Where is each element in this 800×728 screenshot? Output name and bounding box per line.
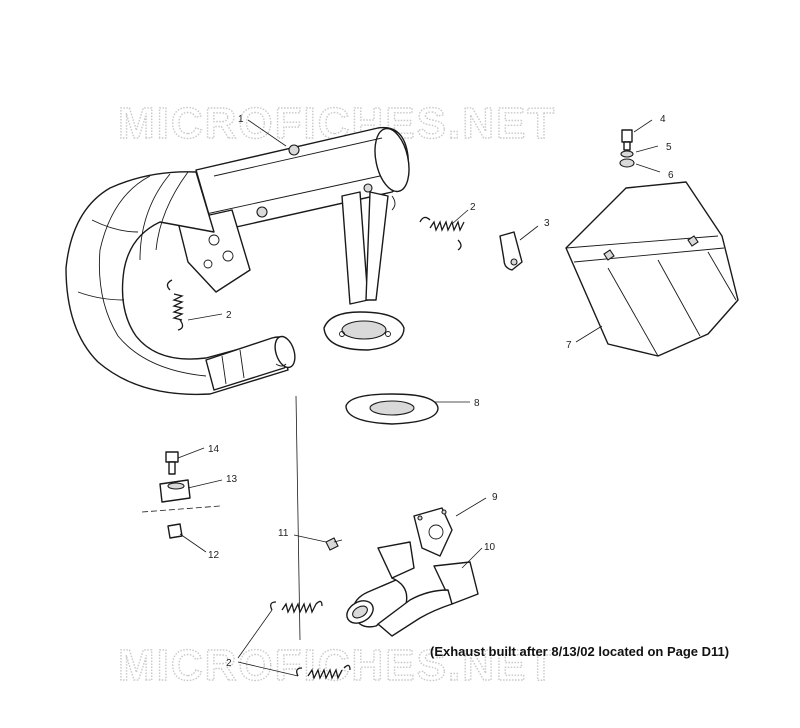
nut-12: [167, 523, 183, 539]
spring-left: [166, 279, 184, 331]
assembly-axis-line: [295, 395, 301, 641]
callout-9: 9: [492, 492, 498, 503]
callout-2-left: 2: [226, 310, 232, 321]
silencer-support-stand: [323, 191, 405, 351]
callout-7: 7: [566, 340, 572, 351]
watermark-top: MICROFICHES.NET: [118, 99, 556, 148]
callout-13: 13: [226, 474, 238, 485]
watermark-bottom: MICROFICHES.NET: [118, 641, 556, 690]
callout-11: 11: [278, 528, 289, 539]
callout-6: 6: [668, 170, 674, 181]
rubber-bushing-13: [159, 479, 191, 503]
leader-lines: [177, 119, 661, 677]
axis-line: [141, 505, 221, 513]
mount-bolt: [363, 183, 373, 193]
bolt-14: [165, 451, 179, 475]
callout-10: 10: [484, 542, 496, 553]
callout-4: 4: [660, 114, 666, 125]
reference-note: (Exhaust built after 8/13/02 located on …: [430, 644, 729, 659]
callout-3: 3: [544, 218, 550, 229]
spring-lower-2: [296, 664, 351, 680]
spring-upper: [419, 216, 465, 251]
callout-5: 5: [666, 142, 672, 153]
callout-14: 14: [208, 444, 220, 455]
callout-2-lower: 2: [226, 658, 232, 669]
exhaust-pipe-assembly: [65, 126, 410, 396]
exhaust-manifold: [346, 541, 479, 637]
manifold-gasket: [413, 507, 453, 557]
mount-bolt: [288, 144, 300, 156]
flat-washer: [620, 150, 634, 158]
heat-shield: [565, 181, 739, 357]
callout-1: 1: [238, 114, 244, 125]
clamp-bracket: [499, 231, 523, 271]
callout-8: 8: [474, 398, 480, 409]
lock-washer: [619, 158, 635, 168]
rubber-grommet: [345, 393, 439, 425]
screw-11: [325, 537, 343, 551]
spring-lower-1: [270, 600, 323, 614]
callout-2-upper: 2: [470, 202, 476, 213]
mount-bolt: [256, 206, 268, 218]
callout-12: 12: [208, 550, 220, 561]
shield-bolt: [621, 129, 633, 151]
